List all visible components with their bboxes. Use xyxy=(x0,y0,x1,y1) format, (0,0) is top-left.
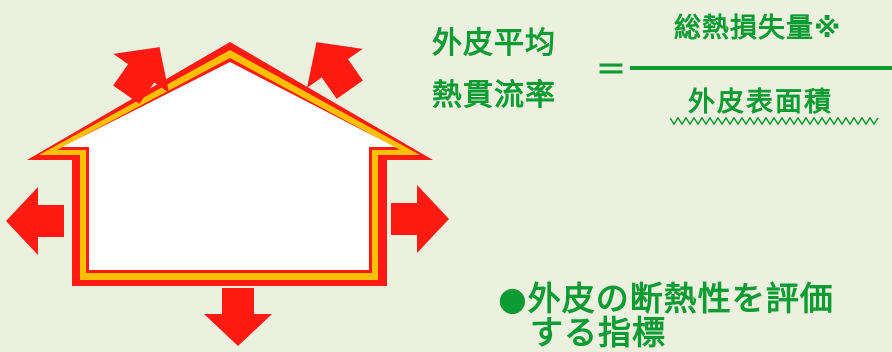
house-interior xyxy=(62,62,395,270)
fraction-bar xyxy=(630,66,892,70)
heat-arrow-up-left xyxy=(113,47,169,104)
formula-lhs-line2: 熱貫流率 xyxy=(432,78,556,113)
formula-lhs-line1: 外皮平均 xyxy=(432,26,556,61)
heat-arrow-right xyxy=(391,185,449,253)
heat-arrow-up-right xyxy=(307,42,363,99)
note-line2: する指標 xyxy=(530,313,666,352)
formula-denominator: 外皮表面積 xyxy=(688,87,833,118)
heat-arrow-down xyxy=(204,288,272,346)
note-line1: ●外皮の断熱性を評価 xyxy=(498,279,834,318)
heat-arrow-left xyxy=(6,187,64,255)
denominator-wavy-underline xyxy=(670,116,879,126)
formula-equals-sign: ＝ xyxy=(596,53,626,88)
formula-numerator: 総熱損失量※ xyxy=(674,13,842,44)
